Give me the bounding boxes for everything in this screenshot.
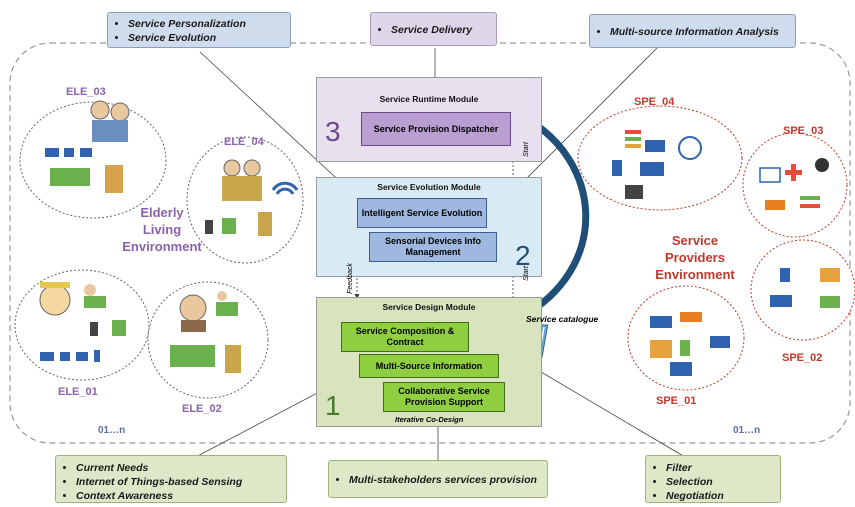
callout-item: Filter (666, 461, 780, 475)
label-ele-02: ELE_02 (182, 403, 222, 415)
runtime-module-number: 3 (325, 116, 341, 147)
callout-filter: Filter Selection Negotiation (645, 455, 781, 503)
callout-item: Service Delivery (391, 23, 496, 37)
callout-item: Context Awareness (76, 489, 286, 503)
callout-delivery: Service Delivery (370, 12, 497, 46)
codesign-label: Iterative Co-Design (395, 415, 464, 424)
start-label-bottom: Start (522, 266, 530, 281)
label-spe-01: SPE_01 (656, 395, 697, 407)
callout-item: Negotiation (666, 489, 780, 503)
env-line: Service (671, 233, 719, 248)
sensorial-devices-box: Sensorial Devices Info Management (369, 232, 497, 262)
callout-item: Service Evolution (128, 31, 290, 45)
label-spe-03: SPE_03 (783, 125, 824, 137)
callout-item: Multi-stakeholders services provision (349, 473, 547, 487)
evolution-module: Service Evolution Module 2 Intelligent S… (316, 177, 542, 277)
callout-item: Selection (666, 475, 780, 489)
collaborative-box: Collaborative Service Provision Support (383, 382, 505, 412)
design-module-title: Service Design Module (382, 302, 476, 312)
provider-count: 01…n (733, 425, 761, 436)
cloud-ele-01 (14, 269, 150, 381)
elderly-icons (39, 100, 299, 373)
provider-environment-label: Service Providers Environment (640, 232, 750, 283)
label-ele-01: ELE_01 (58, 386, 98, 398)
env-line: Providers (665, 250, 725, 265)
design-module: Service Design Module 1 Service Composit… (316, 297, 542, 427)
evolution-module-title: Service Evolution Module (377, 182, 481, 192)
cloud-ele-03 (19, 101, 167, 219)
env-line: Environment (122, 239, 202, 254)
callout-personalization: Service Personalization Service Evolutio… (107, 12, 291, 48)
label-spe-04: SPE_04 (634, 96, 675, 108)
callout-analysis: Multi-source Information Analysis (589, 14, 796, 48)
feedback-label: Feedback (346, 263, 354, 294)
callout-item: Internet of Things-based Sensing (76, 475, 286, 489)
intelligent-evolution-box: Intelligent Service Evolution (357, 198, 487, 228)
composition-box: Service Composition & Contract (341, 322, 469, 352)
callout-needs: Current Needs Internet of Things-based S… (55, 455, 287, 503)
callout-multistakeholder: Multi-stakeholders services provision (328, 460, 548, 498)
label-ele-04: ELE_04 (224, 136, 264, 148)
cloud-spe-01 (627, 285, 745, 391)
cloud-spe-02 (750, 239, 855, 341)
start-label-top: Start (522, 142, 530, 157)
callout-item: Service Personalization (128, 17, 290, 31)
elderly-environment-label: Elderly Living Environment (112, 204, 212, 255)
callout-item: Current Needs (76, 461, 286, 475)
cloud-spe-04 (577, 105, 743, 211)
env-line: Elderly (140, 205, 184, 220)
cloud-spe-03 (742, 132, 848, 238)
catalogue-label: Service catalogue (526, 314, 599, 324)
label-spe-02: SPE_02 (782, 352, 823, 364)
label-ele-03: ELE_03 (66, 86, 106, 98)
cloud-ele-02 (147, 281, 269, 399)
env-line: Living (142, 222, 182, 237)
elderly-count: 01…n (98, 425, 126, 436)
runtime-module-title: Service Runtime Module (379, 94, 479, 104)
dispatcher-box: Service Provision Dispatcher (361, 112, 511, 146)
env-line: Environment (655, 267, 735, 282)
runtime-module: Service Runtime Module 3 Service Provisi… (316, 77, 542, 162)
callout-item: Multi-source Information Analysis (610, 25, 795, 39)
multisource-box: Multi-Source Information (359, 354, 499, 378)
design-module-number: 1 (325, 390, 341, 421)
provider-icons (612, 130, 840, 376)
evolution-module-number: 2 (515, 240, 531, 271)
